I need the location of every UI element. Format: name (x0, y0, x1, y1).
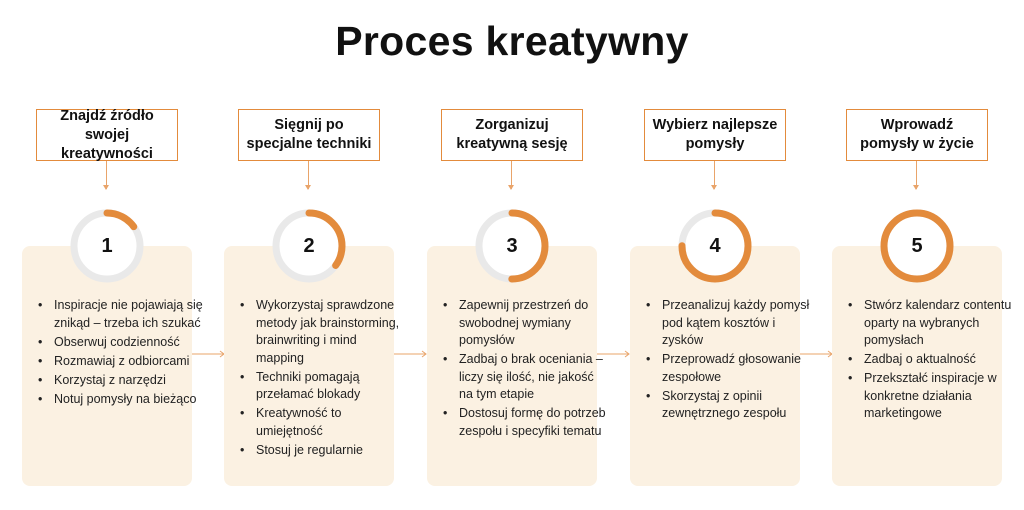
step-connector-line (511, 161, 512, 189)
progress-ring (475, 209, 549, 283)
step-number: 5 (911, 234, 923, 257)
list-item: Kreatywność to umiejętność (240, 405, 406, 440)
step-3: Zorganizuj kreatywną sesję 3Zapewnij prze… (427, 0, 606, 510)
list-item: Wykorzystaj sprawdzone metody jak brains… (240, 297, 406, 367)
list-item: Stosuj je regularnie (240, 442, 406, 460)
step-points-list: Zapewnij przestrzeń do swobodnej wymiany… (439, 297, 609, 442)
step-points-list: Inspiracje nie pojawiają się znikąd – tr… (34, 297, 204, 410)
list-item: Przeprowadź głosowanie zespołowe (646, 351, 812, 386)
step-number: 2 (303, 234, 315, 257)
step-connector-arrowhead (711, 185, 717, 190)
page-title: Proces kreatywny (335, 18, 689, 64)
progress-ring (678, 209, 752, 283)
progress-ring-fill (678, 209, 752, 283)
step-points-list: Wykorzystaj sprawdzone metody jak brains… (236, 297, 406, 461)
progress-ring-fill (475, 209, 549, 283)
step-4: Wybierz najlepsze pomysły 4Przeanalizuj k… (630, 0, 809, 510)
step-connector-line (106, 161, 107, 189)
list-item: Przekształć inspiracje w konkretne dział… (848, 370, 1014, 423)
list-item: Rozmawiaj z odbiorcami (38, 353, 204, 371)
step-connector-line (916, 161, 917, 189)
flow-arrow-head (624, 350, 630, 358)
step-5: Wprowadź pomysły w życie 5Stwórz kalendar… (832, 0, 1011, 510)
step-label: Sięgnij po specjalne techniki (238, 109, 380, 161)
step-connector-arrowhead (305, 185, 311, 190)
step-label: Wybierz najlepsze pomysły (644, 109, 786, 161)
step-label: Zorganizuj kreatywną sesję (441, 109, 583, 161)
list-item: Przeanalizuj każdy pomysł pod kątem kosz… (646, 297, 812, 350)
step-number: 3 (506, 234, 518, 257)
list-item: Notuj pomysły na bieżąco (38, 391, 204, 409)
flow-arrow (597, 350, 630, 358)
list-item: Zadbaj o aktualność (848, 351, 1014, 369)
list-item: Korzystaj z narzędzi (38, 372, 204, 390)
list-item: Zapewnij przestrzeń do swobodnej wymiany… (443, 297, 609, 350)
step-connector-line (714, 161, 715, 189)
step-label: Znajdź źródło swojej kreatywności (36, 108, 178, 162)
progress-ring-fill (70, 209, 144, 283)
flow-arrow (394, 350, 427, 358)
flow-arrow (800, 350, 833, 358)
flow-arrow-head (421, 350, 427, 358)
list-item: Obserwuj codzienność (38, 334, 204, 352)
step-connector-arrowhead (103, 185, 109, 190)
step-connector-arrowhead (508, 185, 514, 190)
progress-ring (70, 209, 144, 283)
flow-arrow (192, 350, 225, 358)
progress-ring-fill (272, 209, 346, 283)
step-connector-line (308, 161, 309, 189)
progress-ring (880, 209, 954, 283)
step-connector-arrowhead (913, 185, 919, 190)
step-number: 4 (709, 234, 721, 257)
step-2: Sięgnij po specjalne techniki2Wykorzysta… (224, 0, 399, 510)
list-item: Stwórz kalendarz contentu oparty na wybr… (848, 297, 1014, 350)
step-points-list: Stwórz kalendarz contentu oparty na wybr… (844, 297, 1014, 424)
list-item: Techniki pomagają przełamać blokady (240, 369, 406, 404)
list-item: Dostosuj formę do potrzeb zespołu i spec… (443, 405, 609, 440)
step-1: Znajdź źródło swojej kreatywności 1Inspir… (22, 0, 203, 510)
progress-ring-fill (880, 209, 954, 283)
progress-ring (272, 209, 346, 283)
step-number: 1 (101, 234, 113, 257)
list-item: Inspiracje nie pojawiają się znikąd – tr… (38, 297, 204, 332)
step-points-list: Przeanalizuj każdy pomysł pod kątem kosz… (642, 297, 812, 424)
step-label: Wprowadź pomysły w życie (846, 109, 988, 161)
list-item: Skorzystaj z opinii zewnętrznego zespołu (646, 388, 812, 423)
list-item: Zadbaj o brak oceniania – liczy się iloś… (443, 351, 609, 404)
